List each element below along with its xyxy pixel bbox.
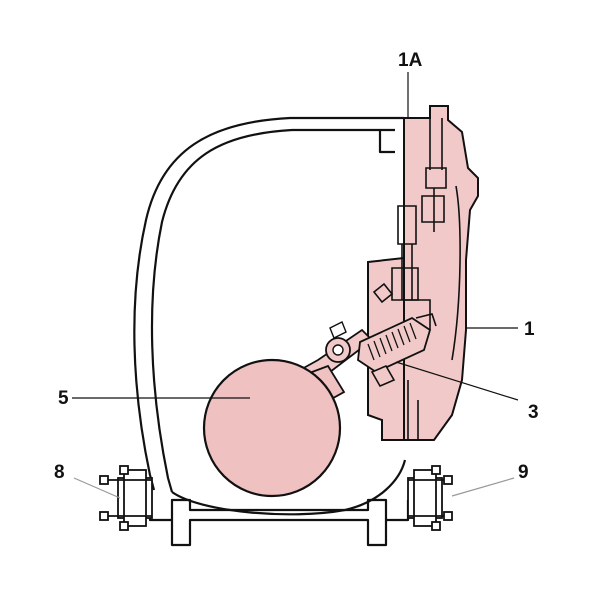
leader-line-9 [451,477,515,497]
valve-seat-spring-assembly [357,313,437,388]
callout-label-3: 3 [528,402,539,423]
callout-label-9: 9 [518,462,529,483]
callout-label-8: 8 [54,462,65,483]
callout-label-5: 5 [58,388,69,409]
float-ball [202,358,346,498]
cover-mechanism-assembly [367,105,479,441]
outlet-flange-connection [407,465,453,531]
leader-lines-light [73,477,515,499]
trap-body [133,116,410,547]
leader-line-3 [395,361,519,401]
leader-lines [72,72,519,401]
callout-label-1a: 1A [398,50,423,71]
inlet-flange-connection [99,465,153,531]
callout-label-1: 1 [524,319,535,340]
leader-line-8 [73,477,121,499]
